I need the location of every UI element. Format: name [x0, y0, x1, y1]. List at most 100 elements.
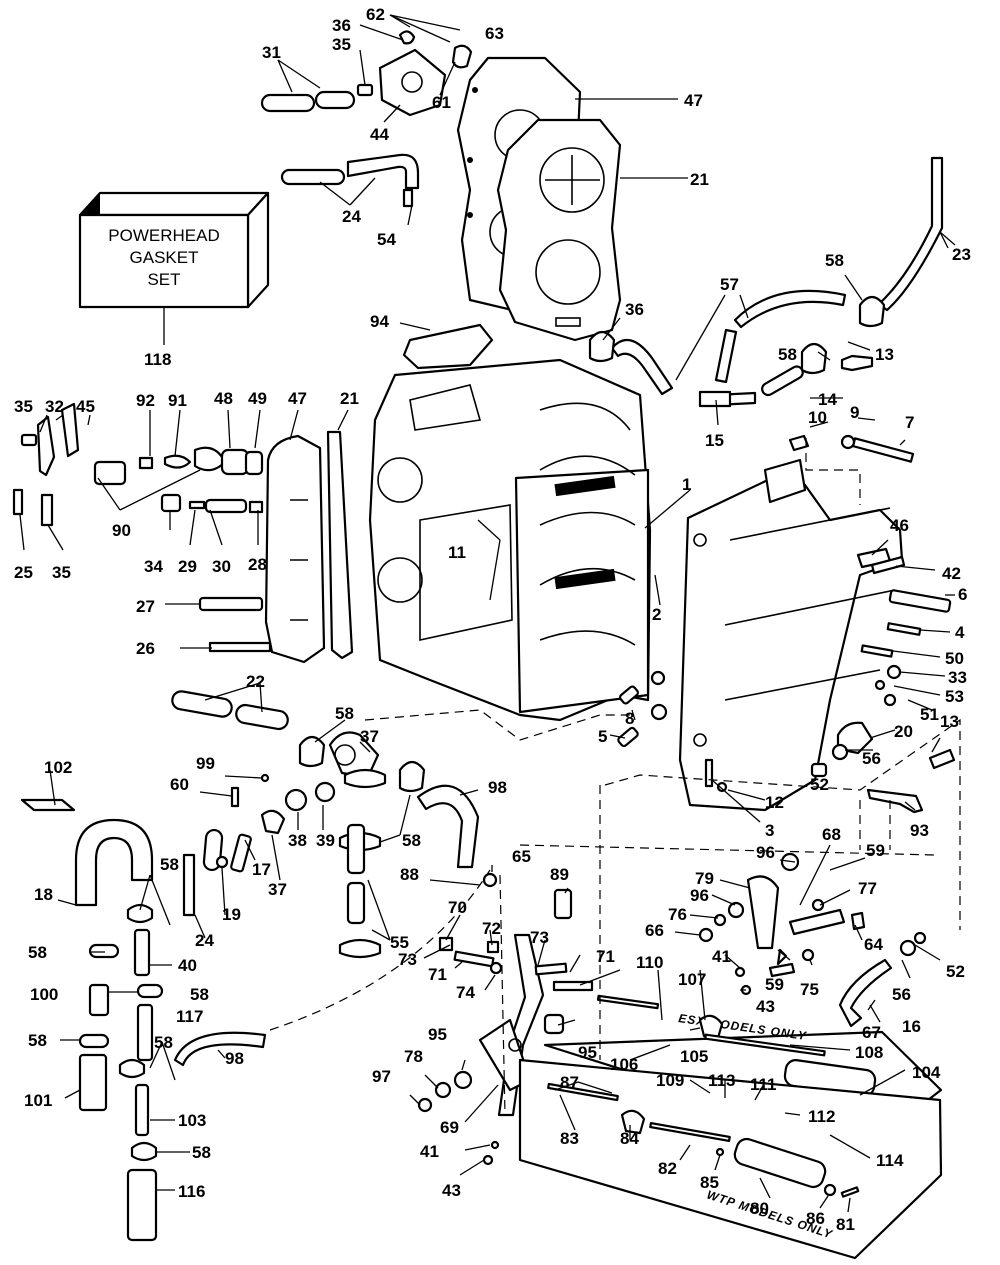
callout-73: 73 — [398, 950, 417, 969]
callout-67: 67 — [862, 1023, 881, 1042]
callout-117: 117 — [176, 1007, 203, 1026]
callout-53: 53 — [945, 687, 964, 706]
callout-111: 111 — [750, 1075, 777, 1094]
callout-102: 102 — [44, 758, 72, 777]
thermostat-cover-group — [356, 30, 473, 117]
callout-91: 91 — [168, 391, 187, 410]
callout-52: 52 — [810, 775, 829, 794]
callout-56: 56 — [862, 749, 881, 768]
callout-41: 41 — [420, 1142, 439, 1161]
callout-74: 74 — [456, 983, 475, 1002]
gasket-set-box: POWERHEAD GASKET SET — [78, 191, 270, 345]
callout-59: 59 — [765, 975, 784, 994]
callout-58: 58 — [192, 1143, 211, 1162]
callout-68: 68 — [822, 825, 841, 844]
callout-116: 116 — [178, 1182, 205, 1201]
callout-38: 38 — [288, 831, 307, 850]
callout-55: 55 — [390, 933, 409, 952]
callout-8: 8 — [625, 709, 634, 728]
callout-79: 79 — [695, 869, 714, 888]
callout-40: 40 — [178, 956, 197, 975]
callout-65: 65 — [512, 847, 531, 866]
callout-35: 35 — [52, 563, 71, 582]
hoses-right — [588, 156, 944, 408]
gasket-box-line3: SET — [147, 270, 180, 289]
callout-88: 88 — [400, 865, 419, 884]
callout-66: 66 — [645, 921, 664, 940]
callout-63: 63 — [485, 24, 504, 43]
gasket-box-line1: POWERHEAD — [108, 226, 219, 245]
callout-47: 47 — [684, 91, 703, 110]
callout-58: 58 — [825, 251, 844, 270]
callout-41: 41 — [712, 947, 731, 966]
leader-lines — [19, 14, 956, 1213]
callout-70: 70 — [448, 898, 467, 917]
exhaust-cover-gasket — [326, 430, 354, 660]
callout-31: 31 — [262, 43, 281, 62]
callout-46: 46 — [890, 516, 909, 535]
callout-37: 37 — [268, 880, 287, 899]
callout-57: 57 — [720, 275, 739, 294]
hose-22 — [171, 690, 289, 731]
callout-49: 49 — [248, 389, 267, 408]
callout-14: 14 — [818, 390, 837, 409]
callout-87: 87 — [560, 1073, 579, 1092]
callout-1: 1 — [682, 475, 691, 494]
callout-110: 110 — [636, 953, 663, 972]
callout-58: 58 — [28, 943, 47, 962]
callout-69: 69 — [440, 1118, 459, 1137]
callout-95: 95 — [428, 1025, 447, 1044]
callout-9: 9 — [850, 403, 859, 422]
callout-77: 77 — [858, 879, 877, 898]
callout-83: 83 — [560, 1129, 579, 1148]
callout-43: 43 — [442, 1181, 461, 1200]
callout-106: 106 — [610, 1055, 638, 1074]
callout-105: 105 — [680, 1047, 708, 1066]
callout-52: 52 — [946, 962, 965, 981]
callout-11: 11 — [448, 543, 466, 562]
callout-47: 47 — [288, 389, 307, 408]
callout-103: 103 — [178, 1111, 206, 1130]
callout-60: 60 — [170, 775, 189, 794]
callout-80: 80 — [750, 1199, 769, 1218]
callout-71: 71 — [428, 965, 447, 984]
callout-32: 32 — [45, 397, 64, 416]
callout-17: 17 — [252, 860, 271, 879]
crankcase-block — [368, 358, 652, 722]
throttle-linkage — [417, 852, 927, 1166]
callout-12: 12 — [765, 793, 784, 812]
callout-78: 78 — [404, 1047, 423, 1066]
callout-43: 43 — [756, 997, 775, 1016]
callout-58: 58 — [160, 855, 179, 874]
callout-20: 20 — [894, 722, 913, 741]
cylinder-head-gasket — [496, 118, 622, 342]
callout-59: 59 — [866, 841, 885, 860]
callout-29: 29 — [178, 557, 197, 576]
left-side-parts — [12, 402, 272, 653]
callout-96: 96 — [756, 843, 775, 862]
callout-73: 73 — [530, 928, 549, 947]
callout-4: 4 — [955, 623, 965, 642]
callout-108: 108 — [855, 1043, 883, 1062]
callout-13: 13 — [940, 712, 959, 731]
callout-23: 23 — [952, 245, 971, 264]
callout-58: 58 — [28, 1031, 47, 1050]
callout-24: 24 — [342, 207, 361, 226]
callout-84: 84 — [620, 1129, 639, 1148]
callout-34: 34 — [144, 557, 163, 576]
callout-30: 30 — [212, 557, 231, 576]
callout-10: 10 — [808, 408, 827, 427]
callout-21: 21 — [340, 389, 359, 408]
hose-94-gasket — [402, 323, 494, 370]
callout-72: 72 — [482, 919, 501, 938]
callout-36: 36 — [332, 16, 351, 35]
callout-71: 71 — [596, 947, 615, 966]
callout-90: 90 — [112, 521, 131, 540]
callout-35: 35 — [14, 397, 33, 416]
callout-100: 100 — [30, 985, 58, 1004]
callout-58: 58 — [154, 1033, 173, 1052]
lower-mid-parts — [215, 731, 498, 959]
callout-5: 5 — [598, 727, 607, 746]
dashed-guides — [269, 438, 961, 1116]
